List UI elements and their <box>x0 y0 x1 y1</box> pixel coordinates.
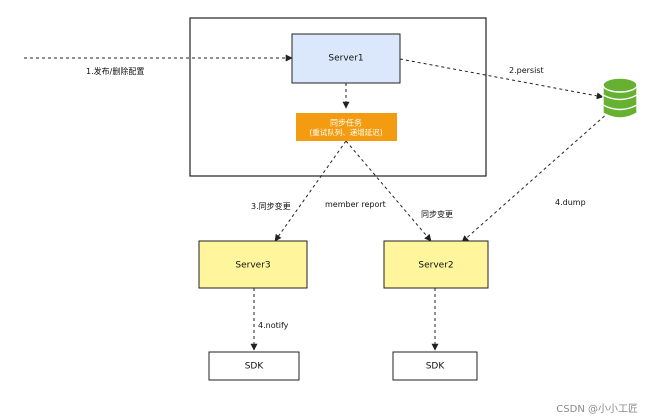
edge-dump <box>461 111 610 243</box>
cluster-boundary <box>189 17 487 177</box>
sync-task-title: 同步任务 <box>330 118 362 128</box>
sync-right-label: 同步变更 <box>421 209 453 219</box>
server1-node: Server1 <box>291 33 401 84</box>
sdk-left-node: SDK <box>208 351 300 381</box>
sync-left-label: 3.同步变更 <box>251 201 291 211</box>
persist-label: 2.persist <box>509 66 544 75</box>
sync-task-node: 同步任务 (重试队列、递增延迟) <box>296 113 397 141</box>
publish-label: 1.发布/删除配置 <box>86 66 144 76</box>
database-band-2 <box>602 104 638 111</box>
server3-box <box>198 240 308 289</box>
edge-persist <box>399 58 604 100</box>
sdk-right-label: SDK <box>426 362 446 372</box>
notify-label: 4.notify <box>258 321 289 330</box>
watermark-text: CSDN @小小工匠 <box>556 403 638 415</box>
server2-node: Server2 <box>383 240 489 289</box>
sync-task-subtitle: (重试队列、递增延迟) <box>309 127 382 137</box>
database-icon <box>602 77 638 119</box>
server1-box <box>291 33 401 84</box>
database-top <box>602 77 638 93</box>
server3-node: Server3 <box>198 240 308 289</box>
member-report-label: member report <box>325 200 386 209</box>
sdk-left-label: SDK <box>245 362 265 372</box>
sync-task-box <box>296 113 397 141</box>
sdk-right-node: SDK <box>392 351 478 381</box>
dump-label: 4.dump <box>555 198 586 207</box>
server1-label: Server1 <box>328 54 363 64</box>
edge-sync-to-server2 <box>345 140 432 242</box>
edge-sync-to-server3 <box>274 140 347 242</box>
server3-label: Server3 <box>235 261 270 271</box>
sdk-left-box <box>208 351 300 381</box>
server2-box <box>383 240 489 289</box>
sdk-right-box <box>392 351 478 381</box>
server2-label: Server2 <box>418 261 453 271</box>
database-body <box>602 85 638 119</box>
database-band-1 <box>602 94 638 101</box>
